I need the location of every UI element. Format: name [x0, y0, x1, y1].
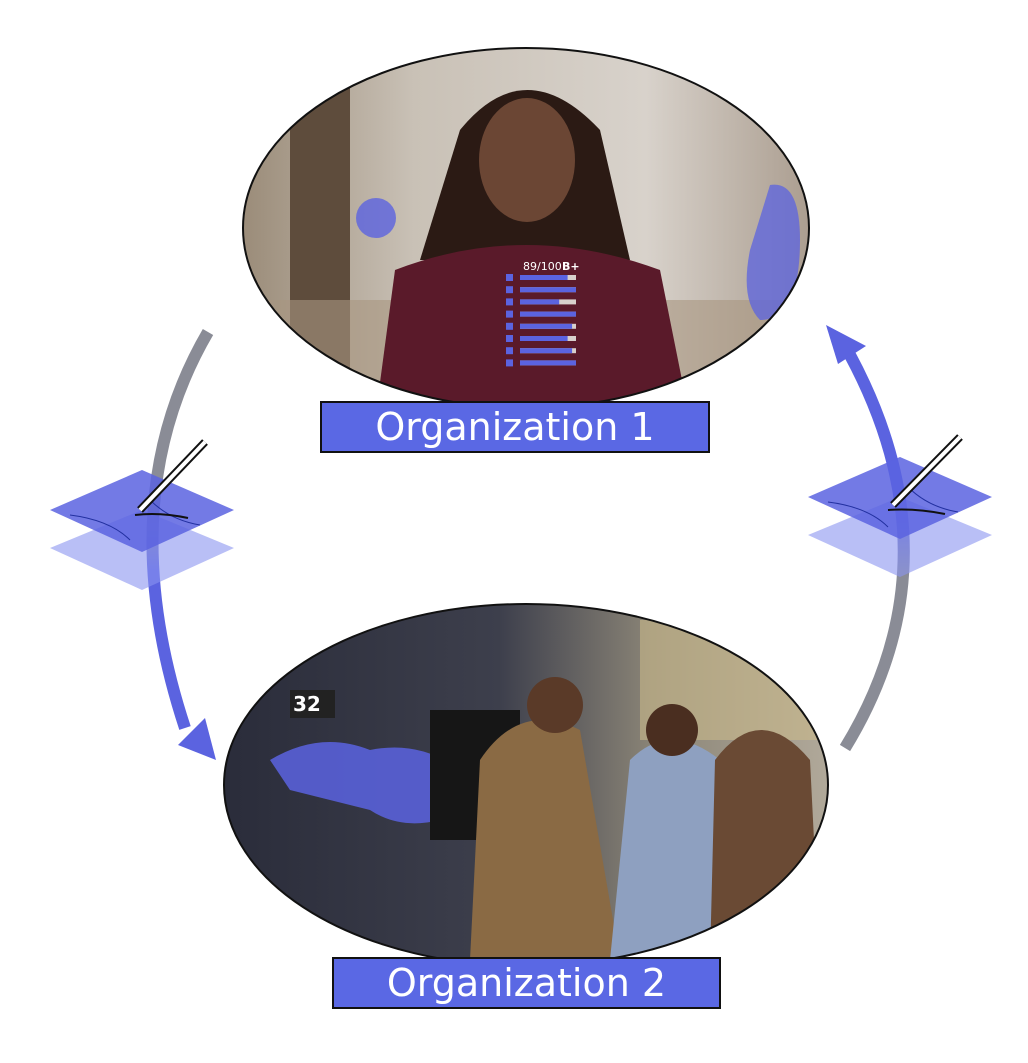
score-bar	[520, 311, 576, 317]
edit-data-layers-icon-left	[50, 439, 234, 590]
organization-2-label: Organization 2	[332, 957, 721, 1009]
score-bar	[520, 348, 573, 354]
organization-2-photo	[224, 604, 828, 966]
edit-data-layers-icon-right	[808, 434, 992, 577]
grade-text: B+	[562, 260, 580, 273]
score-bar	[520, 323, 573, 329]
counter-text: 32	[293, 692, 321, 716]
location-search-icon	[746, 184, 800, 320]
category-icon	[506, 322, 513, 330]
score-bar	[520, 360, 576, 366]
score-bar	[520, 336, 568, 341]
category-icon	[506, 286, 513, 294]
score-bar	[520, 287, 576, 293]
pie-chart-icon	[356, 198, 396, 238]
organization-1-photo	[243, 48, 809, 408]
category-icon	[506, 347, 513, 355]
pencil-icon	[134, 439, 208, 519]
category-icon	[506, 335, 513, 342]
category-icon	[506, 310, 513, 318]
score-bar	[520, 299, 560, 305]
arrowhead-up-icon	[826, 325, 866, 364]
pencil-icon	[887, 434, 963, 515]
category-icon	[506, 298, 513, 306]
score-bar	[520, 275, 568, 280]
score-bars	[506, 274, 576, 367]
world-map-graphic	[270, 742, 460, 824]
category-icon	[506, 359, 513, 367]
score-text: 89/100	[523, 260, 562, 273]
organization-1-label: Organization 1	[320, 401, 710, 453]
arrowhead-down-icon	[178, 718, 216, 760]
category-icon	[506, 274, 513, 281]
